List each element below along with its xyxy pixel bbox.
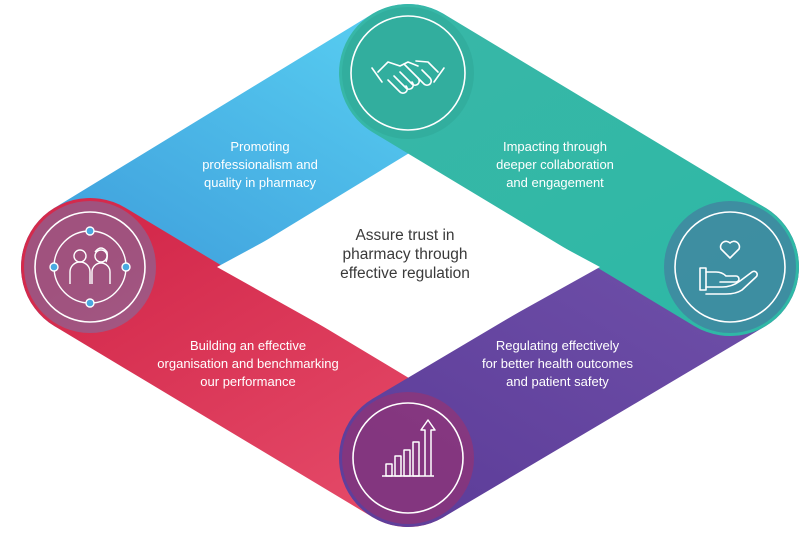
- label-organisation: Building an effective organisation and b…: [157, 338, 339, 389]
- label-collaboration: Impacting through deeper collaboration a…: [496, 139, 614, 190]
- label-regulating: Regulating effectively for better health…: [481, 338, 634, 389]
- center-diamond: [217, 164, 600, 374]
- center-statement: Assure trust in pharmacy through effecti…: [340, 227, 470, 282]
- handshake-icon: [350, 15, 466, 131]
- label-professionalism: Promoting professionalism and quality in…: [202, 139, 318, 190]
- heart-in-hand-icon: [674, 211, 786, 323]
- people-network-icon: [34, 211, 146, 323]
- band-collaboration: [339, 4, 799, 336]
- bar-chart-growth-icon: [352, 402, 464, 514]
